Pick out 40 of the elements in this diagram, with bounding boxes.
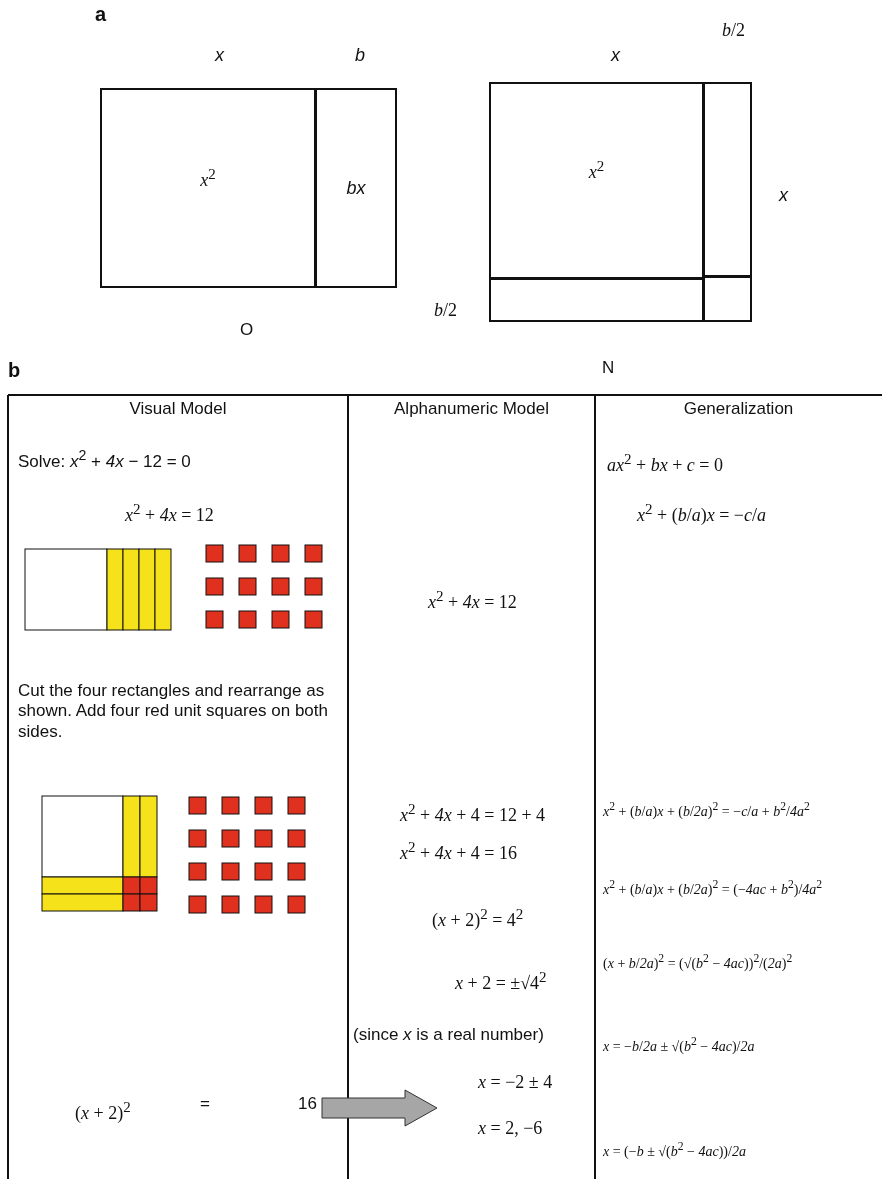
column-heading: Alphanumeric Model — [393, 399, 550, 420]
instruction-text: Cut the four rectangles and rearrange as shown. Add four red unit squares on both sides. — [18, 681, 329, 743]
figure-label: O — [240, 320, 254, 341]
area-rectangle: x$^{2}$ — [100, 88, 316, 288]
side-length: x — [779, 185, 788, 207]
equation: x$^{2}$ + (b/a)x = −c/a — [637, 500, 766, 527]
equals-sign: = — [200, 1094, 210, 1115]
side-length: b/2 — [722, 20, 745, 42]
equation: x + 2 = ±√4$^{2}$ — [455, 968, 547, 995]
equation: x$^{2}$ + (b/a)x + (b/2a)$^{2}$ = −c/a + b$^{2}$/4a$^{2}$ — [603, 800, 810, 821]
panel-letter: b — [8, 358, 21, 382]
equation: x = −2 ± 4 — [478, 1072, 553, 1094]
column-heading: Generalization — [682, 399, 795, 420]
equation: x = −b/2a ± √(b$^{2}$ − 4ac)/2a — [603, 1035, 755, 1056]
empty-rectangle — [703, 82, 752, 277]
equation: (x + b/2a)$^{2}$ = (√(b$^{2}$ − 4ac))$^{2}$/(2a)$^{2}$ — [603, 952, 793, 973]
equation: Solve: x$^{2}$ + 4x − 12 = 0 — [18, 447, 191, 473]
panel-letter: a — [95, 2, 107, 26]
empty-rectangle — [489, 278, 704, 322]
side-length: b — [355, 45, 365, 67]
equation: x$^{2}$ + (b/a)x + (b/2a)$^{2}$ = (−4ac + b$^{2}$)/4a$^{2}$ — [603, 878, 823, 899]
equation: x$^{2}$ + 4x = 12 — [125, 500, 214, 527]
side-length: x — [215, 45, 224, 67]
equation: ax$^{2}$ + bx + c = 0 — [607, 450, 723, 477]
area-rectangle: x$^{2}$ — [489, 82, 704, 279]
column-heading: Visual Model — [128, 399, 228, 420]
figure-label: N — [602, 358, 615, 379]
equation: x$^{2}$ + 4x + 4 = 16 — [400, 838, 517, 865]
side-length: b/2 — [434, 300, 457, 322]
equation: x$^{2}$ + 4x = 12 — [428, 587, 517, 614]
equation: x$^{2}$ + 4x + 4 = 12 + 4 — [400, 800, 546, 827]
equation: x = (−b ± √(b$^{2}$ − 4ac))/2a — [603, 1140, 746, 1161]
equation: (x + 2)$^{2}$ = 4$^{2}$ — [432, 905, 524, 932]
number: 16 — [298, 1094, 317, 1115]
empty-rectangle — [703, 276, 752, 322]
note-text: (since x is a real number) — [353, 1025, 544, 1046]
area-rectangle: bx — [315, 88, 397, 288]
equation: x = 2, −6 — [478, 1118, 543, 1140]
side-length: x — [611, 45, 620, 67]
equation: (x + 2)$^{2}$ — [75, 1098, 131, 1125]
